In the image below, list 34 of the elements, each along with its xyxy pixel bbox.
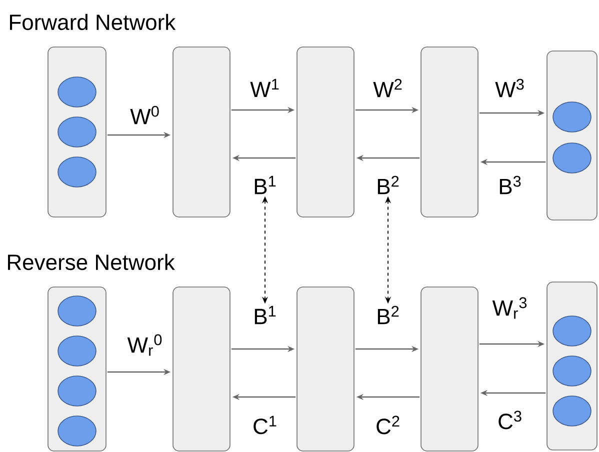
layer-box: [172, 46, 230, 218]
bias-label: B$^{1}$: [254, 306, 276, 324]
edge-label: W$^{2}$: [372, 78, 404, 98]
edge-label: W$^{0}$: [129, 104, 161, 126]
edge-label: B$^{3}$: [497, 174, 523, 196]
neuron-circle: [552, 102, 592, 132]
neuron-circle: [552, 316, 592, 346]
edge-label: C$^{2}$: [374, 414, 402, 436]
bias-label: B$^{2}$: [378, 306, 399, 324]
edge-label: C$^{3}$: [496, 410, 524, 430]
layer-box: [420, 286, 478, 452]
neuron-circle: [58, 76, 96, 108]
edge-label: W$^{1}$: [249, 78, 281, 98]
layer-box: [420, 46, 478, 218]
neuron-circle: [58, 416, 96, 446]
layer-box: [296, 46, 354, 218]
layer-box: [296, 286, 354, 452]
neuron-circle: [58, 296, 96, 326]
bias-label: B$^{1}$: [254, 176, 276, 194]
neuron-circle: [552, 356, 592, 386]
section-heading: Reverse Network: [8, 254, 175, 270]
edge-label: C$^{1}$: [252, 414, 278, 436]
neuron-circle: [58, 336, 96, 366]
layer-box: [172, 286, 230, 452]
edge-label: W$_{r}$3: [491, 296, 529, 320]
neuron-circle: [58, 116, 96, 148]
neuron-circle: [552, 142, 592, 174]
neuron-circle: [58, 156, 96, 188]
neuron-circle: [552, 396, 592, 426]
bias-label: B$^{2}$: [378, 176, 399, 194]
neuron-circle: [58, 376, 96, 406]
edge-label: W$_{r}$0: [126, 333, 164, 357]
edge-label: W$^{3}$: [494, 78, 526, 98]
section-heading: Forward Network: [10, 14, 176, 30]
